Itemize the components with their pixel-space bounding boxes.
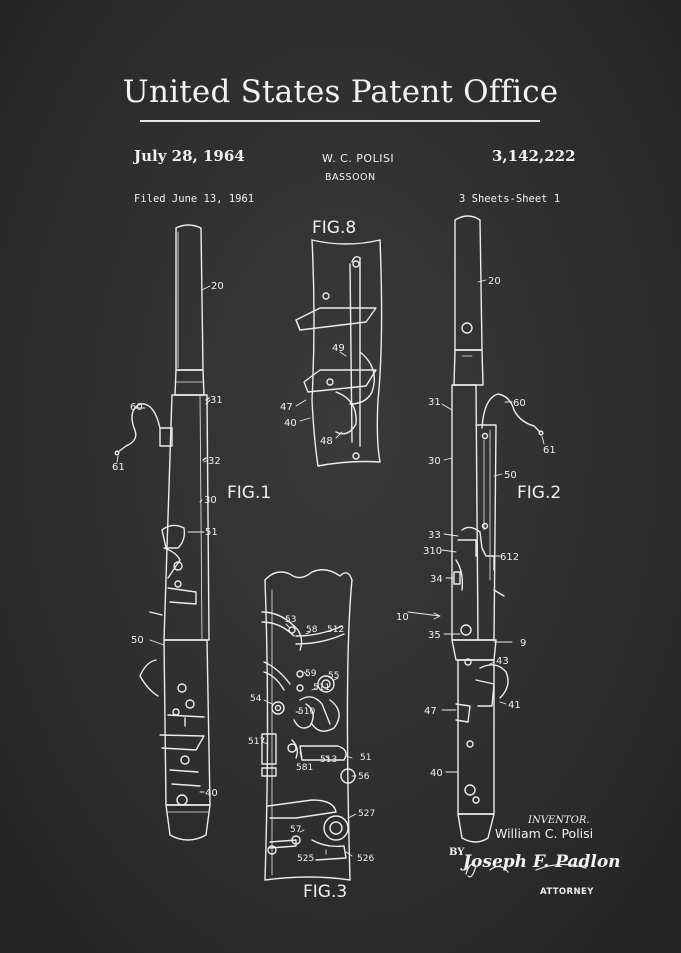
fig2-numerals: 20 31 60 61 30 50 33 310 612 34 10 35 9 …	[396, 276, 556, 779]
ref-numeral: 31	[210, 395, 223, 406]
ref-numeral: 56	[358, 772, 370, 782]
ref-numeral: 9	[520, 638, 526, 649]
attorney-signature: Joseph F. Padlon	[463, 852, 621, 872]
fig3-label: FIG.3	[303, 882, 347, 902]
inventor-header: W. C. POLISI	[322, 152, 395, 165]
filed-date: Filed June 13, 1961	[134, 193, 255, 205]
inventor-label: INVENTOR.	[528, 815, 590, 826]
fig8-numerals: 49 47 40 48	[280, 343, 345, 447]
fig3-leaders	[262, 624, 356, 856]
ref-numeral: 310	[423, 546, 442, 557]
fig8-label: FIG.8	[312, 218, 356, 238]
ref-numeral: 33	[428, 530, 441, 541]
fig1-numerals: 20 31 60 61 32 30 51 50 40	[112, 281, 224, 799]
ref-numeral: 20	[211, 281, 224, 292]
page-title: United States Patent Office	[122, 74, 559, 110]
ref-numeral: 54	[250, 694, 262, 704]
ref-numeral: 525	[297, 854, 314, 864]
ref-numeral: 40	[284, 418, 297, 429]
ref-numeral: 51	[360, 753, 371, 763]
fig1-leaders	[117, 286, 210, 792]
attorney-label: ATTORNEY	[540, 887, 594, 897]
ref-numeral: 40	[205, 788, 218, 799]
fig2-leaders	[408, 280, 544, 772]
ref-numeral: 49	[332, 343, 345, 354]
ref-numeral: 43	[496, 656, 509, 667]
ref-numeral: 20	[488, 276, 501, 287]
ref-numeral: 513	[320, 755, 337, 765]
ref-numeral: 55	[328, 671, 339, 681]
ref-numeral: 50	[504, 470, 517, 481]
ref-numeral: 32	[208, 456, 221, 467]
ref-numeral: 510	[298, 707, 315, 717]
ref-numeral: 48	[320, 436, 333, 447]
patent-date: July 28, 1964	[134, 147, 245, 165]
sheet-count: 3 Sheets-Sheet 1	[459, 193, 561, 205]
fig8-leaders	[296, 352, 346, 438]
ref-numeral: 58	[306, 625, 318, 635]
ref-numeral: 612	[500, 552, 519, 563]
fig3-numerals: 53 58 512 59 55 511 54 510 517 581 513 5…	[248, 615, 375, 864]
fig3-detail-drawing	[262, 570, 355, 880]
title-underline	[140, 120, 540, 122]
ref-numeral: 35	[428, 630, 441, 641]
ref-numeral: 30	[428, 456, 441, 467]
ref-numeral: 60	[513, 398, 526, 409]
fig2-bassoon-drawing	[452, 216, 543, 842]
ref-numeral: 57	[290, 825, 301, 835]
ref-numeral: 511	[313, 683, 330, 693]
ref-numeral: 30	[204, 495, 217, 506]
ref-numeral: 10	[396, 612, 409, 623]
ref-numeral: 526	[357, 854, 374, 864]
ref-numeral: 60	[130, 402, 143, 413]
ref-numeral: 34	[430, 574, 443, 585]
ref-numeral: 59	[305, 669, 317, 679]
ref-numeral: 61	[543, 445, 556, 456]
ref-numeral: 51	[205, 527, 218, 538]
ref-numeral: 512	[327, 625, 344, 635]
ref-numeral: 61	[112, 462, 125, 473]
invention-title: BASSOON	[325, 172, 376, 183]
patent-number: 3,142,222	[492, 147, 576, 165]
ref-numeral: 527	[358, 809, 375, 819]
fig8-detail-drawing	[296, 240, 382, 466]
by-label: BY	[449, 847, 465, 858]
fig2-label: FIG.2	[517, 483, 561, 503]
inventor-name: William C. Polisi	[495, 826, 594, 841]
ref-numeral: 50	[131, 635, 144, 646]
ref-numeral: 47	[280, 402, 293, 413]
ref-numeral: 517	[248, 737, 265, 747]
ref-numeral: 40	[430, 768, 443, 779]
ref-numeral: 31	[428, 397, 441, 408]
ref-numeral: 41	[508, 700, 521, 711]
ref-numeral: 53	[285, 615, 296, 625]
signature-flourish	[466, 864, 586, 877]
ref-numeral: 581	[296, 763, 313, 773]
fig1-label: FIG.1	[227, 483, 271, 503]
ref-numeral: 47	[424, 706, 437, 717]
fig1-bassoon-drawing	[115, 225, 210, 840]
